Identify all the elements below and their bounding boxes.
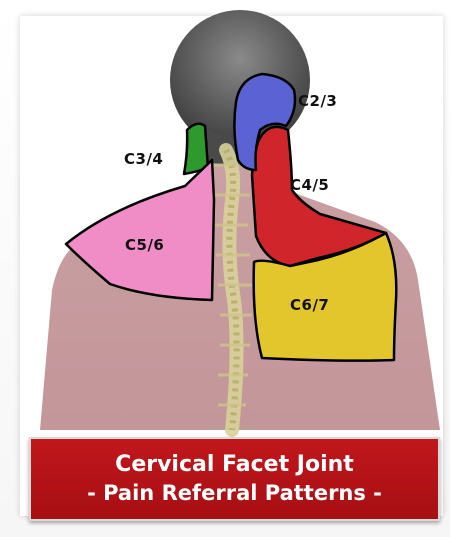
banner-title: Cervical Facet Joint [31,451,438,479]
label-c2-3: C2/3 [298,92,337,110]
label-c6-7: C6/7 [290,296,329,314]
title-banner: Cervical Facet Joint - Pain Referral Pat… [29,437,440,521]
label-c4-5: C4/5 [290,176,329,194]
label-c3-4: C3/4 [124,150,163,168]
label-c5-6: C5/6 [125,236,164,254]
banner-subtitle: - Pain Referral Patterns - [31,479,438,507]
